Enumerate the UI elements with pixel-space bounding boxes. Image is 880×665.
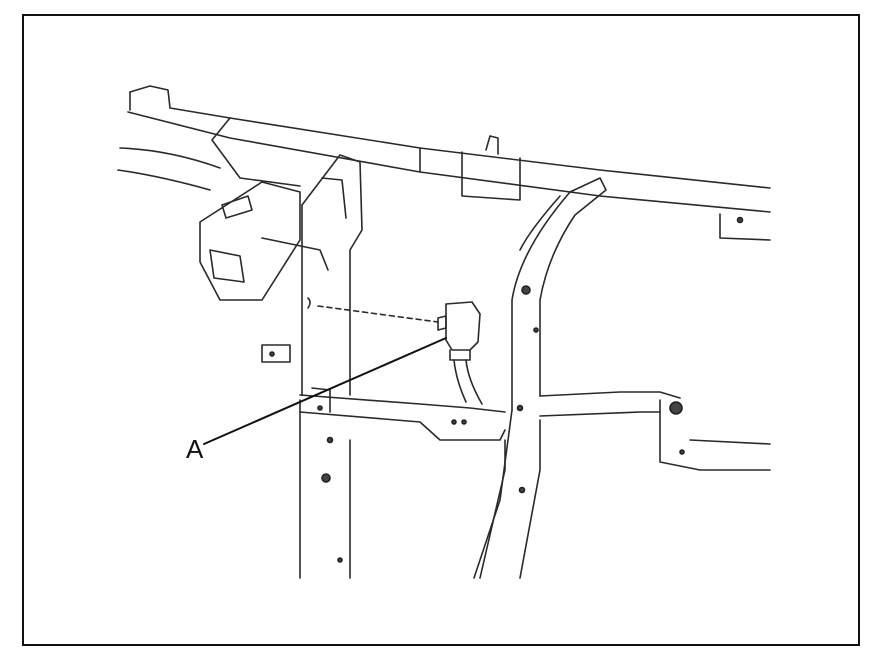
hole [518, 486, 526, 494]
hole [317, 405, 323, 411]
callout-a-leader [203, 337, 447, 445]
bolts [269, 216, 744, 563]
hole [736, 216, 744, 224]
hole [269, 351, 275, 357]
right-vertical-pillar [473, 177, 607, 579]
hole [326, 436, 334, 444]
callout-a-label: A [186, 434, 204, 464]
hole [679, 449, 685, 455]
bolt [321, 473, 331, 483]
bolt [669, 401, 683, 415]
hole [533, 327, 539, 333]
hole [337, 557, 343, 563]
latch-bracket [199, 181, 329, 301]
sensor-assembly [307, 297, 483, 405]
hole [451, 419, 457, 425]
lower-cross-brace [299, 387, 771, 471]
left-vertical-pillar [261, 154, 363, 579]
hole [461, 419, 467, 425]
bolt [521, 285, 531, 295]
mounting-guide-line [317, 305, 439, 323]
upper-cross-member [117, 85, 771, 241]
hole [516, 404, 524, 412]
diagram-frame [22, 14, 860, 646]
